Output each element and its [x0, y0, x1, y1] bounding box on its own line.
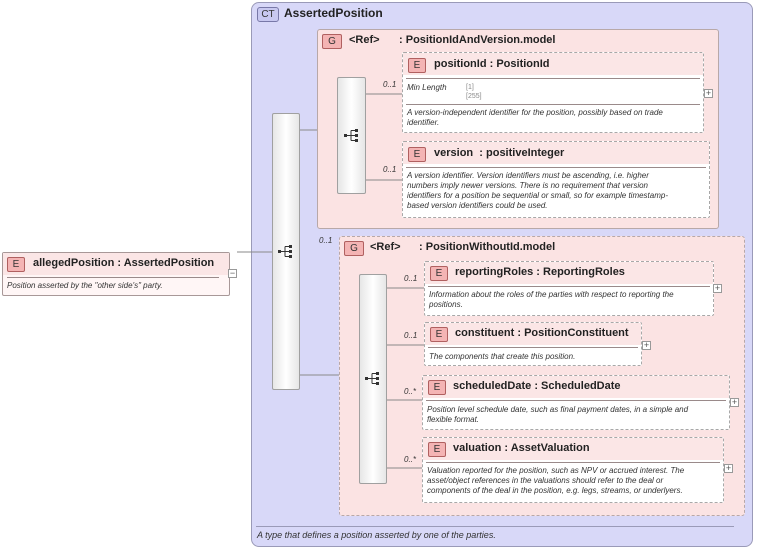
element-separator: :: [536, 266, 540, 278]
group1-model: PositionIdAndVersion.model: [405, 34, 556, 46]
element-badge: E: [428, 442, 446, 457]
element-divider: [428, 286, 710, 287]
facet-name: Min Length: [407, 83, 447, 92]
root-element-badge: E: [7, 257, 25, 272]
element-doc: Position level schedule date, such as fi…: [427, 405, 729, 425]
element-type: ScheduledDate: [541, 380, 621, 392]
element-cardinality: 0..*: [404, 455, 417, 464]
root-element-name: allegedPosition: [33, 257, 115, 269]
expand-icon[interactable]: +: [704, 88, 713, 98]
root-element-divider: [7, 277, 219, 278]
element-divider: [406, 104, 700, 105]
root-element-type: AssertedPosition: [123, 257, 215, 269]
doc-line: identifiers for a position be sequential…: [407, 191, 669, 200]
element-header: [423, 376, 729, 398]
main-sequence-compositor[interactable]: [272, 113, 300, 390]
element-type: PositionConstituent: [524, 327, 629, 339]
complex-type-badge: CT: [257, 7, 279, 22]
expand-icon[interactable]: +: [713, 283, 722, 293]
complex-type-name: AssertedPosition: [284, 6, 383, 20]
group2-model: PositionWithoutId.model: [425, 241, 556, 253]
element-type: positiveInteger: [486, 147, 565, 159]
element-doc: Valuation reported for the position, suc…: [427, 466, 723, 496]
element-doc: The components that create this position…: [429, 352, 641, 362]
doc-line: Information about the roles of the parti…: [429, 290, 674, 299]
sequence-icon: [278, 245, 292, 258]
element-badge: E: [430, 266, 448, 281]
element-name: version: [434, 147, 474, 159]
expand-icon[interactable]: +: [730, 397, 739, 407]
element-separator: :: [504, 442, 509, 454]
root-element-doc: Position asserted by the "other side's" …: [7, 281, 163, 290]
element-divider: [428, 347, 638, 348]
expand-icon[interactable]: +: [724, 463, 733, 473]
doc-line: numbers imply newer versions. There is n…: [407, 181, 648, 190]
element-name: scheduledDate: [453, 380, 532, 392]
element-name: constituent: [455, 327, 515, 339]
element-header: [403, 142, 709, 164]
element-cardinality: 0..1: [404, 274, 418, 283]
root-element-header: [3, 253, 229, 275]
element-separator: :: [517, 327, 522, 339]
group2-ref: <Ref>: [370, 241, 401, 253]
element-badge: E: [408, 58, 426, 73]
doc-line: Valuation reported for the position, suc…: [427, 466, 685, 475]
element-cardinality: 0..1: [383, 80, 397, 89]
element-separator: :: [489, 58, 494, 70]
complex-type-doc: A type that defines a position asserted …: [257, 530, 496, 540]
doc-line: components of the deal in the position, …: [427, 486, 683, 495]
doc-line: A version identifier. Version identifier…: [407, 171, 649, 180]
element-badge: E: [430, 327, 448, 342]
root-element-separator: :: [117, 257, 122, 269]
element-doc: A version-independent identifier for the…: [407, 108, 701, 128]
group1-ref: <Ref>: [349, 34, 380, 46]
element-divider: [426, 462, 720, 463]
doc-line: A version-independent identifier for the…: [407, 108, 663, 117]
element-cardinality: 0..1: [383, 165, 397, 174]
doc-line: Position level schedule date, such as fi…: [427, 405, 689, 414]
element-badge: E: [408, 147, 426, 162]
sequence-icon: [344, 129, 358, 142]
facet-value: [255]: [466, 93, 482, 100]
element-type: PositionId: [496, 58, 550, 70]
group1-badge: G: [322, 34, 342, 49]
element-badge: E: [428, 380, 446, 395]
doc-line: identifier.: [407, 118, 440, 127]
element-divider: [426, 400, 726, 401]
element-cardinality: 0..1: [404, 331, 418, 340]
element-header: [425, 262, 713, 284]
doc-line: based version identifiers could be used.: [407, 201, 548, 210]
doc-line: flexible format.: [427, 415, 480, 424]
group1-separator: :: [399, 34, 403, 46]
group2-badge: G: [344, 241, 364, 256]
element-separator: :: [534, 380, 538, 392]
element-doc: A version identifier. Version identifier…: [407, 171, 707, 211]
collapse-icon[interactable]: −: [228, 268, 237, 278]
element-name: positionId: [434, 58, 487, 70]
element-type: ReportingRoles: [543, 266, 625, 278]
complex-type-divider: [256, 526, 734, 527]
element-name: valuation: [453, 442, 502, 454]
element-divider: [406, 78, 700, 79]
element-doc: Information about the roles of the parti…: [429, 290, 713, 310]
sequence-icon: [365, 372, 379, 385]
doc-line: asset/object references in the valuation…: [427, 476, 664, 485]
element-divider: [406, 167, 706, 168]
element-header: [425, 323, 641, 345]
facet-value: [1]: [466, 84, 474, 91]
element-header: [403, 53, 703, 75]
element-header: [423, 438, 723, 460]
doc-line: positions.: [429, 300, 463, 309]
group2-separator: :: [419, 241, 423, 253]
doc-line: The components that create this position…: [429, 352, 576, 361]
group2-sequence-compositor[interactable]: [359, 274, 387, 484]
element-type: AssetValuation: [510, 442, 590, 454]
element-cardinality: 0..*: [404, 387, 417, 396]
element-name: reportingRoles: [455, 266, 534, 278]
group2-cardinality: 0..1: [319, 236, 333, 245]
expand-icon[interactable]: +: [642, 340, 651, 350]
element-separator: :: [479, 147, 483, 159]
